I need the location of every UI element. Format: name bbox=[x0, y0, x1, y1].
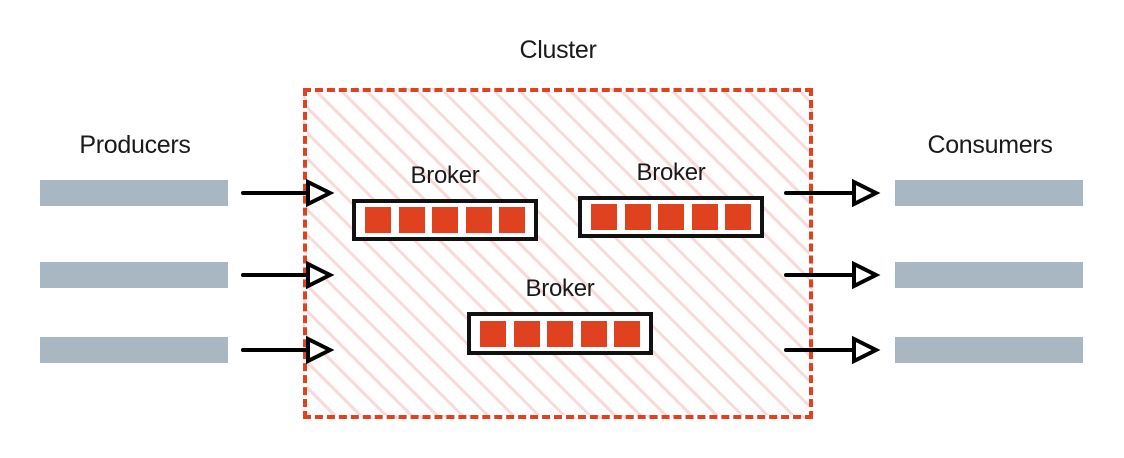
partition-block[interactable] bbox=[398, 207, 425, 233]
broker-box[interactable] bbox=[352, 199, 538, 241]
consumer-arrow bbox=[784, 178, 881, 208]
consumer-bar[interactable] bbox=[895, 262, 1083, 288]
partition-block[interactable] bbox=[580, 320, 607, 347]
partition-block[interactable] bbox=[432, 207, 458, 233]
partition-block[interactable] bbox=[624, 204, 651, 230]
partition-block[interactable] bbox=[499, 207, 525, 233]
partition-block[interactable] bbox=[365, 207, 391, 233]
cluster-region bbox=[303, 88, 813, 419]
producer-bar[interactable] bbox=[40, 262, 228, 288]
producer-arrow bbox=[241, 335, 335, 365]
producer-bar[interactable] bbox=[40, 337, 228, 363]
producers-label: Producers bbox=[79, 131, 191, 159]
broker-box[interactable] bbox=[467, 312, 653, 355]
partition-block[interactable] bbox=[465, 207, 492, 233]
broker-label: Broker bbox=[410, 162, 480, 189]
consumers-label: Consumers bbox=[927, 131, 1053, 159]
consumer-bar[interactable] bbox=[895, 180, 1083, 206]
partition-block[interactable] bbox=[547, 320, 573, 347]
consumer-arrow bbox=[784, 260, 881, 290]
partition-block[interactable] bbox=[614, 320, 640, 347]
broker-box[interactable] bbox=[578, 196, 764, 238]
partition-block[interactable] bbox=[480, 320, 506, 347]
consumer-bar[interactable] bbox=[895, 337, 1083, 363]
partition-block[interactable] bbox=[513, 320, 540, 347]
producer-arrow bbox=[241, 260, 335, 290]
partition-block[interactable] bbox=[725, 204, 751, 230]
partition-block[interactable] bbox=[658, 204, 684, 230]
producer-bar[interactable] bbox=[40, 180, 228, 206]
producer-arrow bbox=[241, 178, 335, 208]
consumer-arrow bbox=[784, 335, 881, 365]
partition-block[interactable] bbox=[691, 204, 718, 230]
broker-label: Broker bbox=[636, 159, 706, 186]
cluster-title: Cluster bbox=[519, 36, 597, 64]
broker-label: Broker bbox=[525, 275, 595, 302]
partition-block[interactable] bbox=[591, 204, 617, 230]
